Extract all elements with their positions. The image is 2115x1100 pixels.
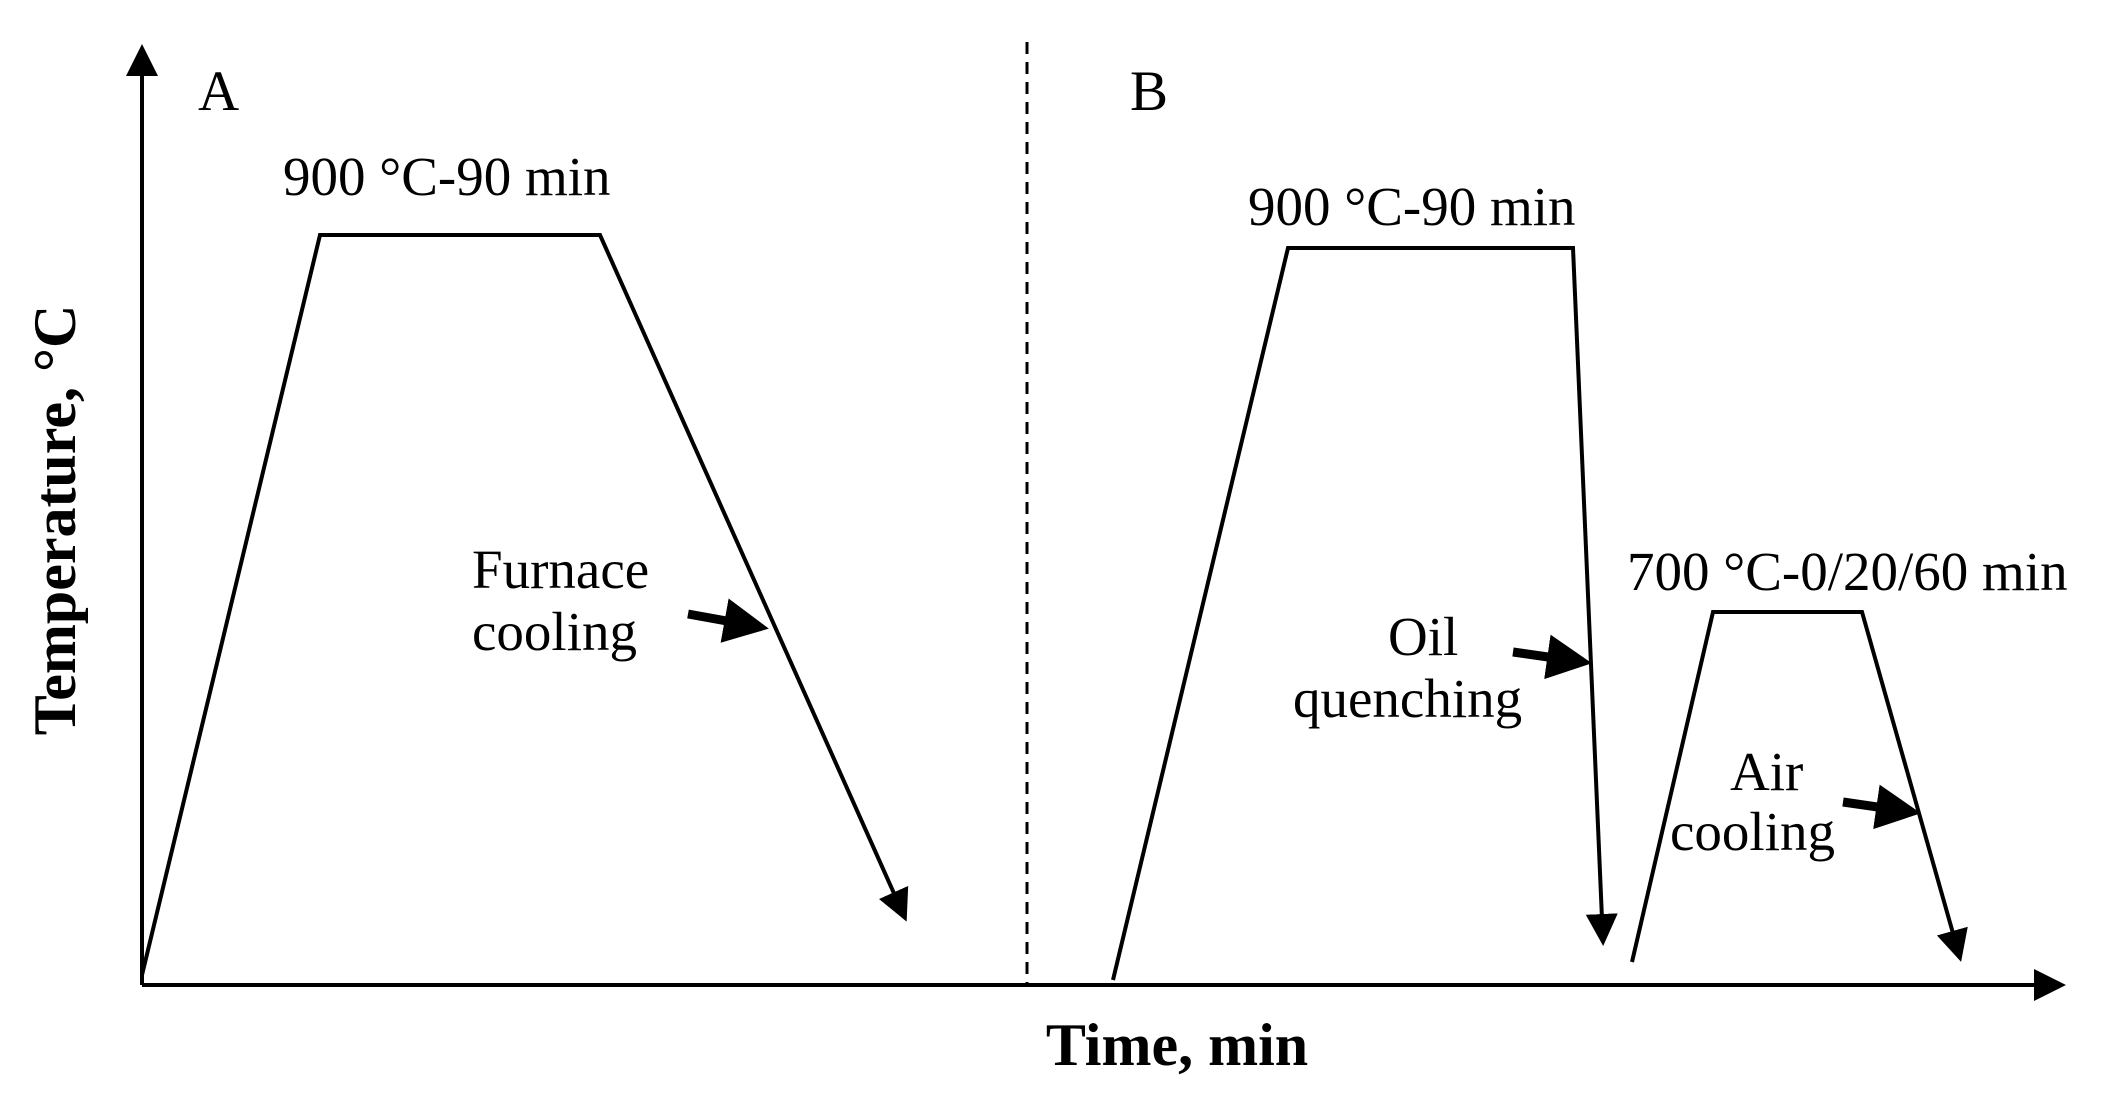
x-axis-title: Time, min: [1046, 1012, 1308, 1078]
oil-quenching-label-line2: quenching: [1293, 668, 1522, 729]
temper-hold-label: 700 °C-0/20/60 min: [1627, 541, 2068, 602]
panel-b-austenitize-curve: [1111, 246, 1618, 981]
panel-a-treatment-curve: [140, 233, 909, 976]
furnace-cooling-arrow: [687, 598, 769, 643]
panel-b-hold-label: 900 °C-90 min: [1248, 176, 1576, 237]
air-cooling-label-line1: Air: [1730, 741, 1803, 802]
furnace-cooling-label-line2: cooling: [472, 601, 637, 662]
y-axis-title: Temperature, °C: [22, 305, 88, 736]
furnace-cooling-label-line1: Furnace: [472, 539, 649, 600]
oil-quenching-label-line1: Oil: [1388, 606, 1458, 667]
air-cooling-arrow: [1842, 784, 1921, 830]
panel-a-hold-label: 900 °C-90 min: [283, 146, 611, 207]
oil-quenching-arrow: [1512, 634, 1592, 680]
panel-a-label: A: [198, 60, 239, 123]
air-cooling-label-line2: cooling: [1670, 801, 1835, 862]
panel-b-label: B: [1130, 60, 1168, 123]
